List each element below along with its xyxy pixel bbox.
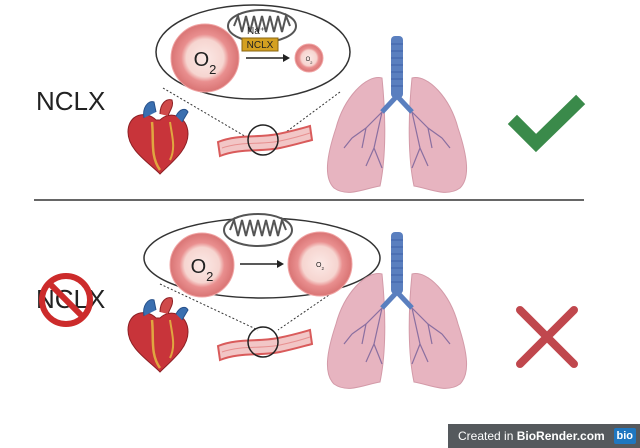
oxygen-small-label: O2: [316, 262, 324, 271]
sodium-ion-label: Na⁺: [247, 26, 265, 37]
biorender-logo-icon: bio: [613, 428, 636, 444]
rbc-medium-bottom: O2: [287, 231, 353, 297]
zoom-ring-bottom: [247, 326, 279, 358]
rbc-small-top: O2: [294, 43, 324, 73]
rbc-large-bottom: O2: [169, 232, 235, 298]
cross-icon: [516, 306, 578, 368]
prohibition-icon: [39, 273, 93, 327]
heart-icon: [126, 296, 190, 374]
arrow-bottom: [240, 260, 284, 268]
badge-text: Created in BioRender.com: [448, 429, 605, 443]
panel-top: NCLX Na⁺ O2 O2: [126, 4, 586, 192]
oxygen-small-label: O2: [306, 57, 313, 65]
badge-prefix: Created in: [458, 429, 517, 443]
transporter-complex: NCLX Na⁺: [241, 26, 279, 52]
blood-vessel-icon: [217, 329, 313, 361]
zoom-ring-top: [247, 124, 279, 156]
panel-bottom: O2 O2: [126, 213, 578, 388]
rbc-large-top: O2: [170, 23, 240, 93]
blood-vessel-icon: [217, 125, 313, 157]
badge-brand: BioRender.com: [516, 429, 605, 443]
arrow-top: [246, 54, 290, 62]
transporter-label: NCLX: [247, 40, 274, 51]
heart-icon: [126, 98, 190, 176]
nclx-label-top: NCLX: [36, 86, 106, 116]
check-icon: [507, 94, 586, 153]
biorender-badge[interactable]: Created in BioRender.com bio: [448, 424, 640, 448]
mitochondrion-icon: [223, 213, 293, 247]
